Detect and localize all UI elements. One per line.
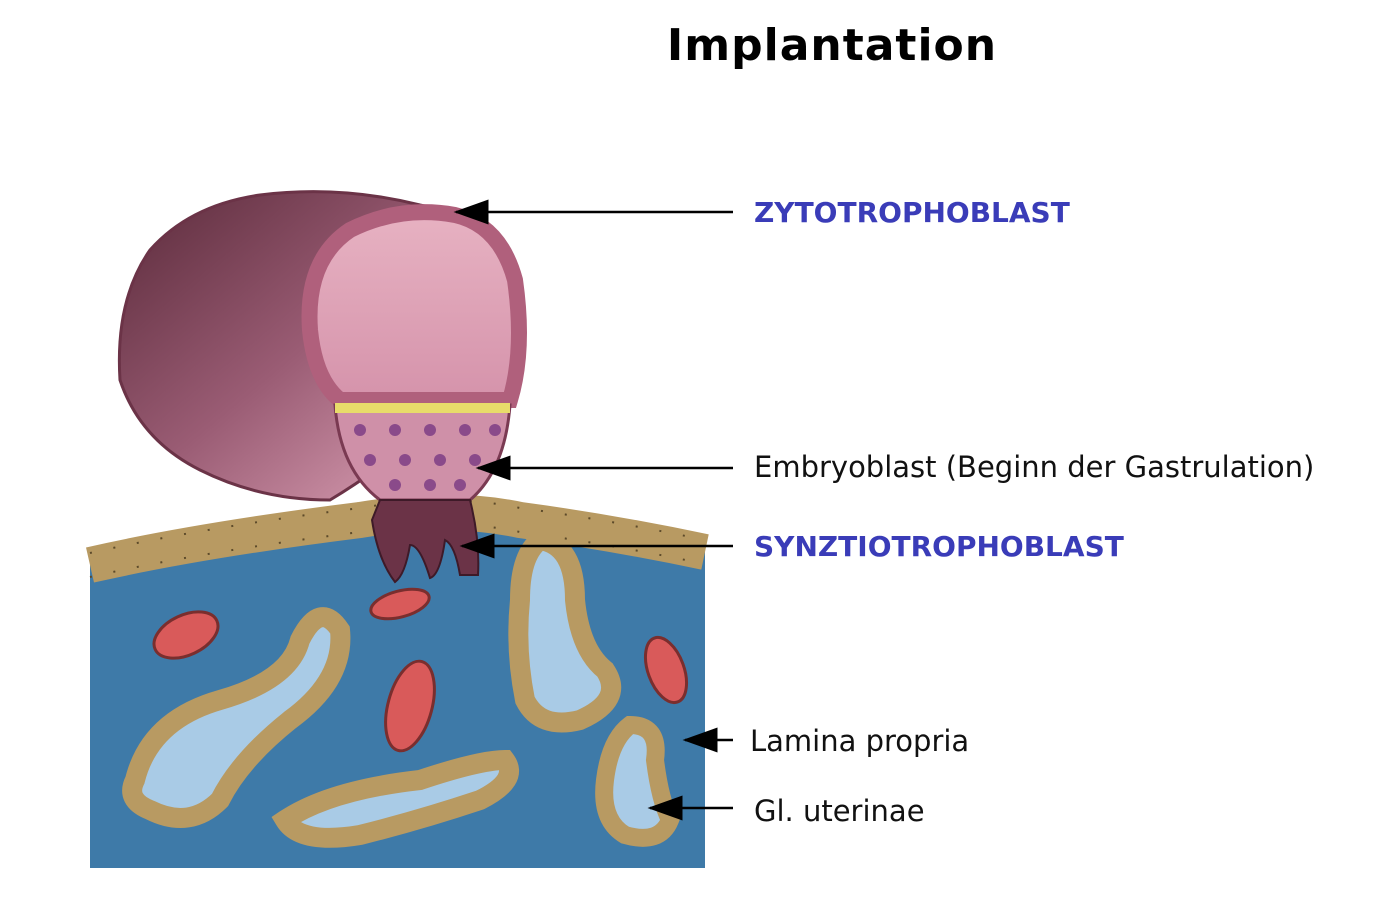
label-embryoblast: Embryoblast (Beginn der Gastrulation) xyxy=(754,450,1315,484)
blood-vessel xyxy=(369,587,431,621)
page-title: Implantation xyxy=(666,20,998,71)
embryoblast-cells xyxy=(333,403,512,502)
blastocyst-cavity xyxy=(301,204,527,408)
uterine-glands xyxy=(122,529,680,848)
blood-vessel xyxy=(384,659,436,753)
blood-vessel xyxy=(152,610,220,660)
syncytiotrophoblast xyxy=(370,499,480,584)
label-synztiotrophoblast: SYNZTIOTROPHOBLAST xyxy=(754,530,1124,563)
label-gl-uterinae: Gl. uterinae xyxy=(754,794,925,828)
blood-vessel xyxy=(643,635,689,705)
label-zytotrophoblast: ZYTOTROPHOBLAST xyxy=(754,196,1070,229)
label-lamina-propria: Lamina propria xyxy=(750,724,970,758)
